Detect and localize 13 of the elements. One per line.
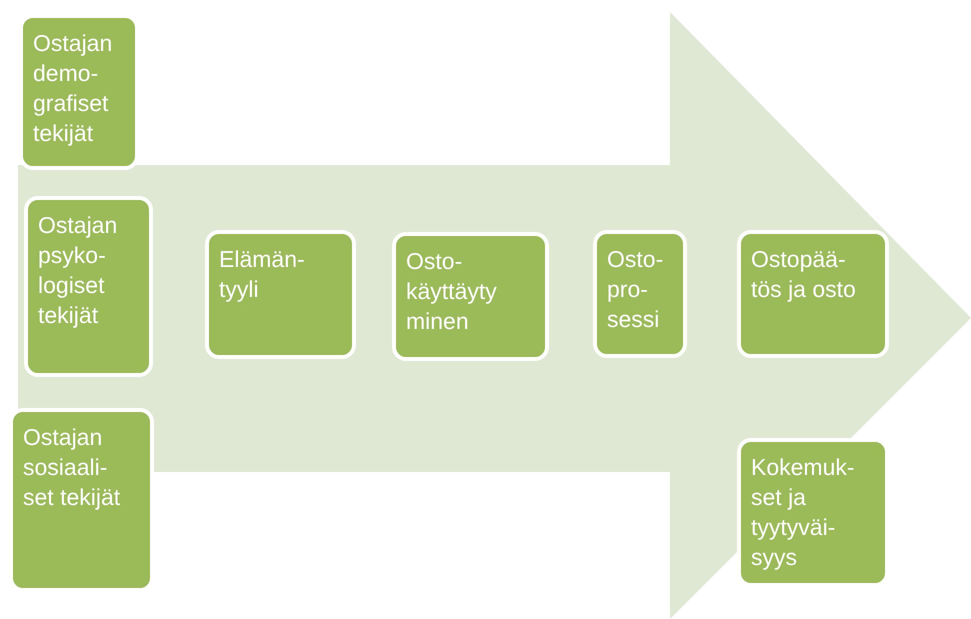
box-text: Elämän- tyyli — [219, 245, 306, 304]
box-text: Kokemuk- set ja tyytyväi- syys — [751, 453, 856, 572]
process-box — [737, 230, 889, 358]
box-text: Ostajan sosiaali- set tekijät — [23, 423, 122, 512]
process-box — [392, 232, 549, 361]
process-box — [593, 230, 687, 358]
box-text: Ostopää- tös ja osto — [751, 245, 857, 304]
box-text: Osto- käyttäyty minen — [406, 247, 498, 336]
box-text: Ostajan demo- grafiset tekijät — [33, 29, 114, 148]
process-box — [24, 196, 153, 377]
box-text: Ostajan psyko- logiset tekijät — [38, 211, 118, 330]
box-text: Osto- pro- sessi — [607, 245, 664, 334]
process-box — [205, 230, 356, 359]
